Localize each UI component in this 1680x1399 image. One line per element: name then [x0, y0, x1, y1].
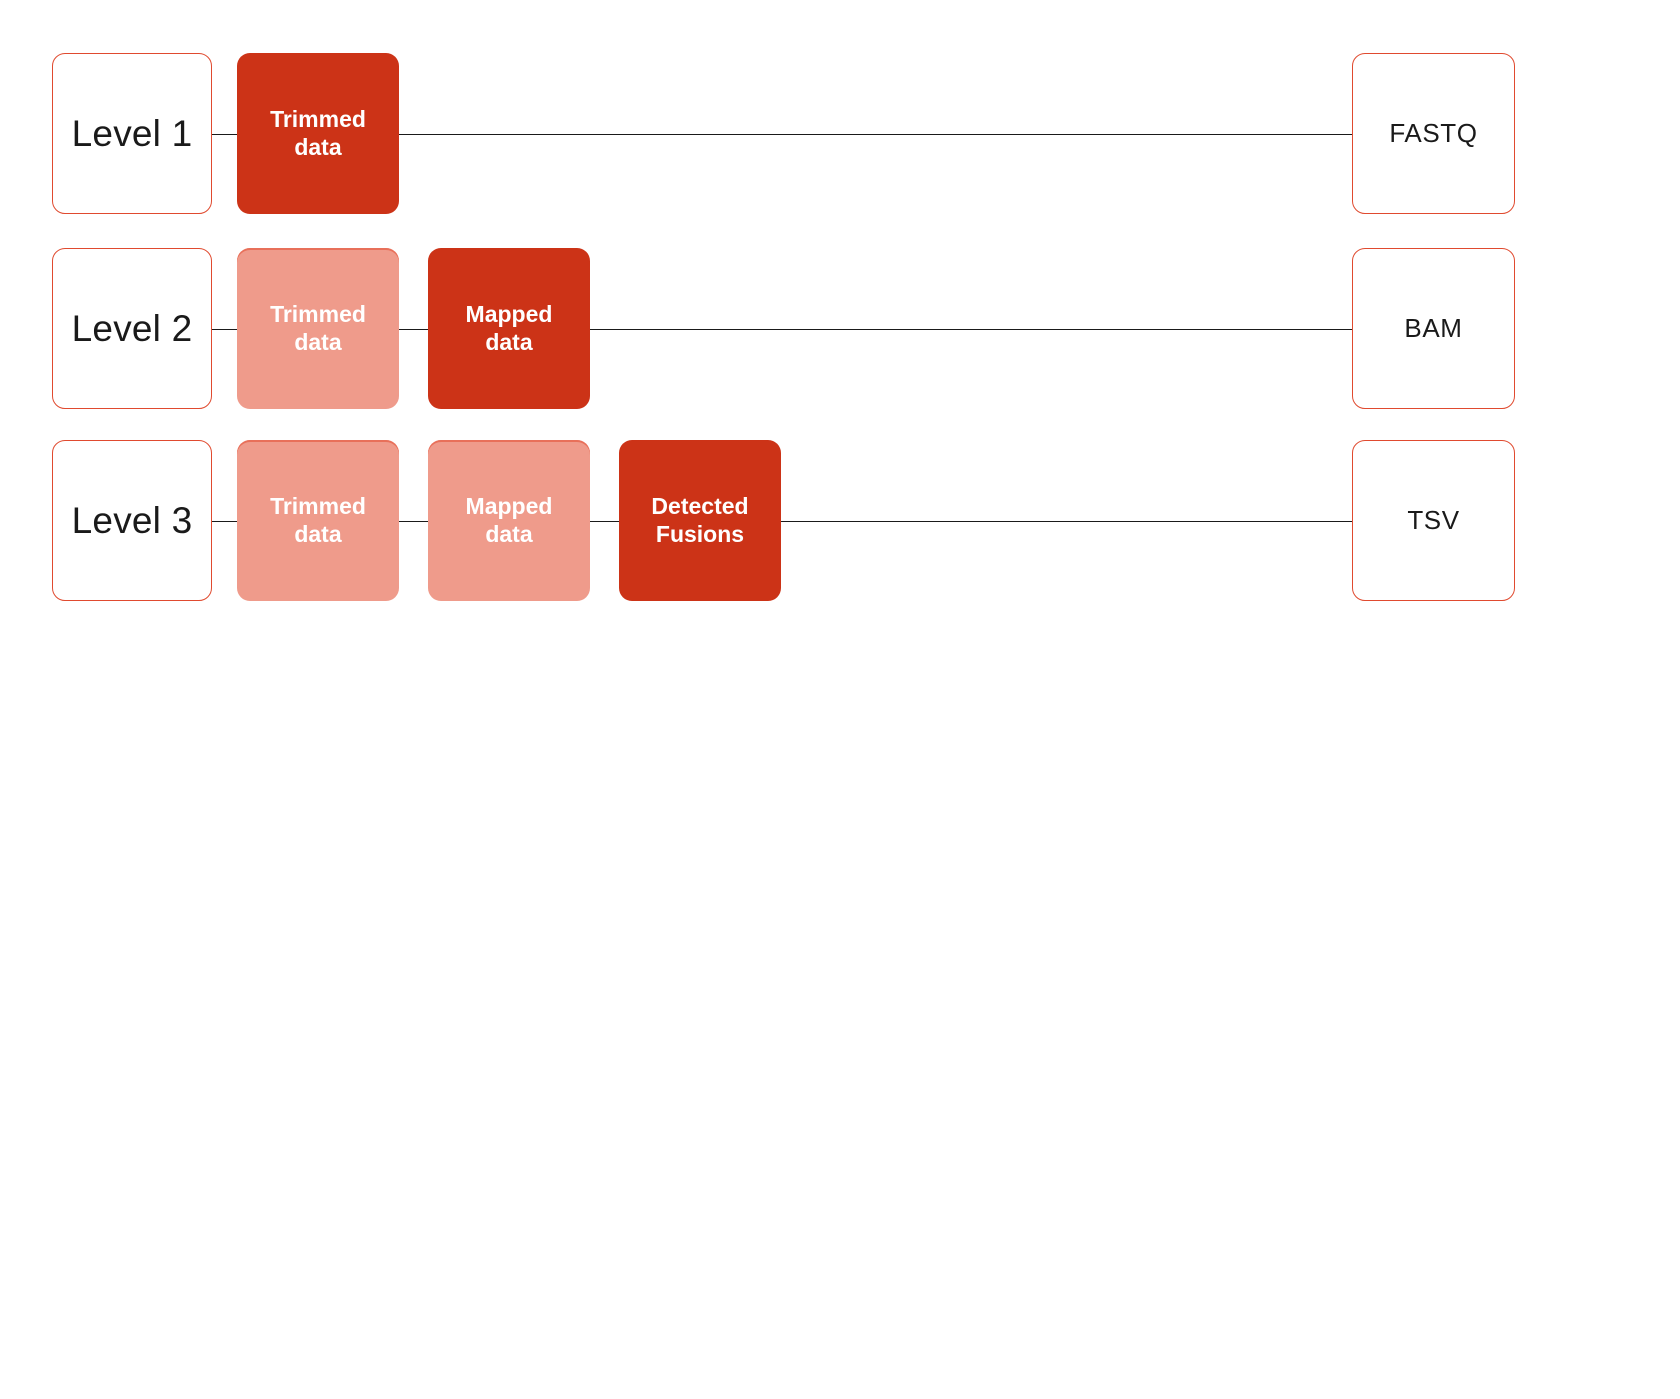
process-label-line: data	[294, 328, 342, 355]
process-label-line: data	[485, 520, 533, 547]
process-label-line: data	[294, 520, 342, 547]
connector-line	[212, 520, 237, 522]
connector-line	[399, 520, 428, 522]
connector-line-output	[590, 328, 1352, 330]
connector-line	[212, 133, 237, 135]
level-box-1[interactable]: Level 1	[52, 53, 212, 214]
level-label: Level 2	[71, 307, 193, 349]
process-label-line: Trimmed	[270, 106, 366, 133]
level-box-2[interactable]: Level 2	[52, 248, 212, 409]
level-label: Level 3	[71, 499, 193, 541]
connector-line-output	[399, 133, 1352, 135]
level-box-3[interactable]: Level 3	[52, 440, 212, 601]
output-format-label: BAM	[1404, 313, 1463, 344]
connector-line	[590, 520, 619, 522]
process-label-line: Trimmed	[270, 301, 366, 328]
connector-line-output	[781, 520, 1352, 522]
level-label: Level 1	[71, 112, 193, 154]
process-label-line: data	[485, 328, 533, 355]
output-format-box[interactable]: TSV	[1352, 440, 1515, 601]
process-label-line: Detected	[651, 493, 749, 520]
process-label-line: Trimmed	[270, 493, 366, 520]
output-format-box[interactable]: FASTQ	[1352, 53, 1515, 214]
output-format-box[interactable]: BAM	[1352, 248, 1515, 409]
output-format-label: TSV	[1407, 505, 1460, 536]
process-label-line: Mapped	[465, 493, 553, 520]
process-label-line: Mapped	[465, 301, 553, 328]
connector-line	[399, 328, 428, 330]
process-label-line: data	[294, 133, 342, 160]
connector-line	[212, 328, 237, 330]
process-label-line: Fusions	[655, 520, 745, 547]
output-format-label: FASTQ	[1389, 118, 1478, 149]
